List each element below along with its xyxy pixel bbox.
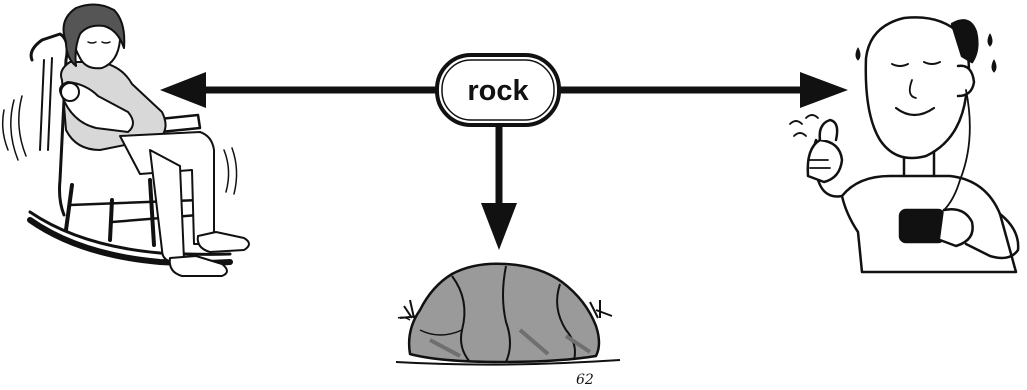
center-word: rock: [467, 75, 529, 107]
arrow-right: [560, 72, 848, 108]
boulder-icon: [396, 264, 620, 365]
man-listening-music-icon: [790, 17, 1018, 272]
artist-signature: 62: [576, 372, 594, 388]
arrow-left: [160, 72, 440, 108]
center-word-bubble: rock: [437, 55, 559, 125]
mother-rocking-baby-icon: [3, 4, 249, 276]
arrow-down: [481, 126, 517, 250]
